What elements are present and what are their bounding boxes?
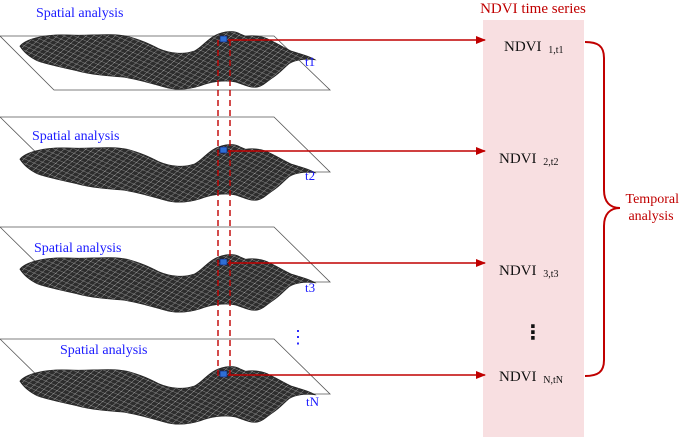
time-label: t3 [305, 280, 315, 295]
highlight-pixel [219, 35, 228, 43]
layer-label: Spatial analysis [60, 343, 148, 358]
layer-1: Spatial analysis t1 [0, 6, 331, 91]
ndvi-header: NDVI time series [480, 1, 586, 17]
ndvi-label-1: NDVI 1,t1 [504, 39, 564, 56]
temporal-label: Temporal analysis [626, 192, 683, 224]
layer-label: Spatial analysis [34, 241, 122, 256]
ndvi-label-3: NDVI 3,t3 [499, 263, 559, 280]
ndvi-panel [483, 20, 584, 437]
layer-n: Spatial analysis tN [0, 338, 331, 425]
highlight-pixel [219, 146, 228, 154]
layer-label: Spatial analysis [36, 6, 124, 21]
layer-2: Spatial analysis t2 [0, 116, 331, 203]
highlight-pixel [219, 370, 228, 378]
ndvi-label-n: NDVI N,tN [499, 369, 563, 386]
time-label: t1 [305, 54, 315, 69]
layers-ellipsis: ⋮ [289, 327, 307, 347]
highlight-pixel [219, 258, 228, 266]
temporal-brace [584, 41, 621, 377]
layer-3: Spatial analysis t3 [0, 226, 331, 313]
time-label: tN [306, 394, 320, 409]
ndvi-label-2: NDVI 2,t2 [499, 151, 559, 168]
layer-label: Spatial analysis [32, 129, 120, 144]
time-label: t2 [305, 168, 315, 183]
ndvi-ellipsis: ⋮ [523, 320, 543, 344]
